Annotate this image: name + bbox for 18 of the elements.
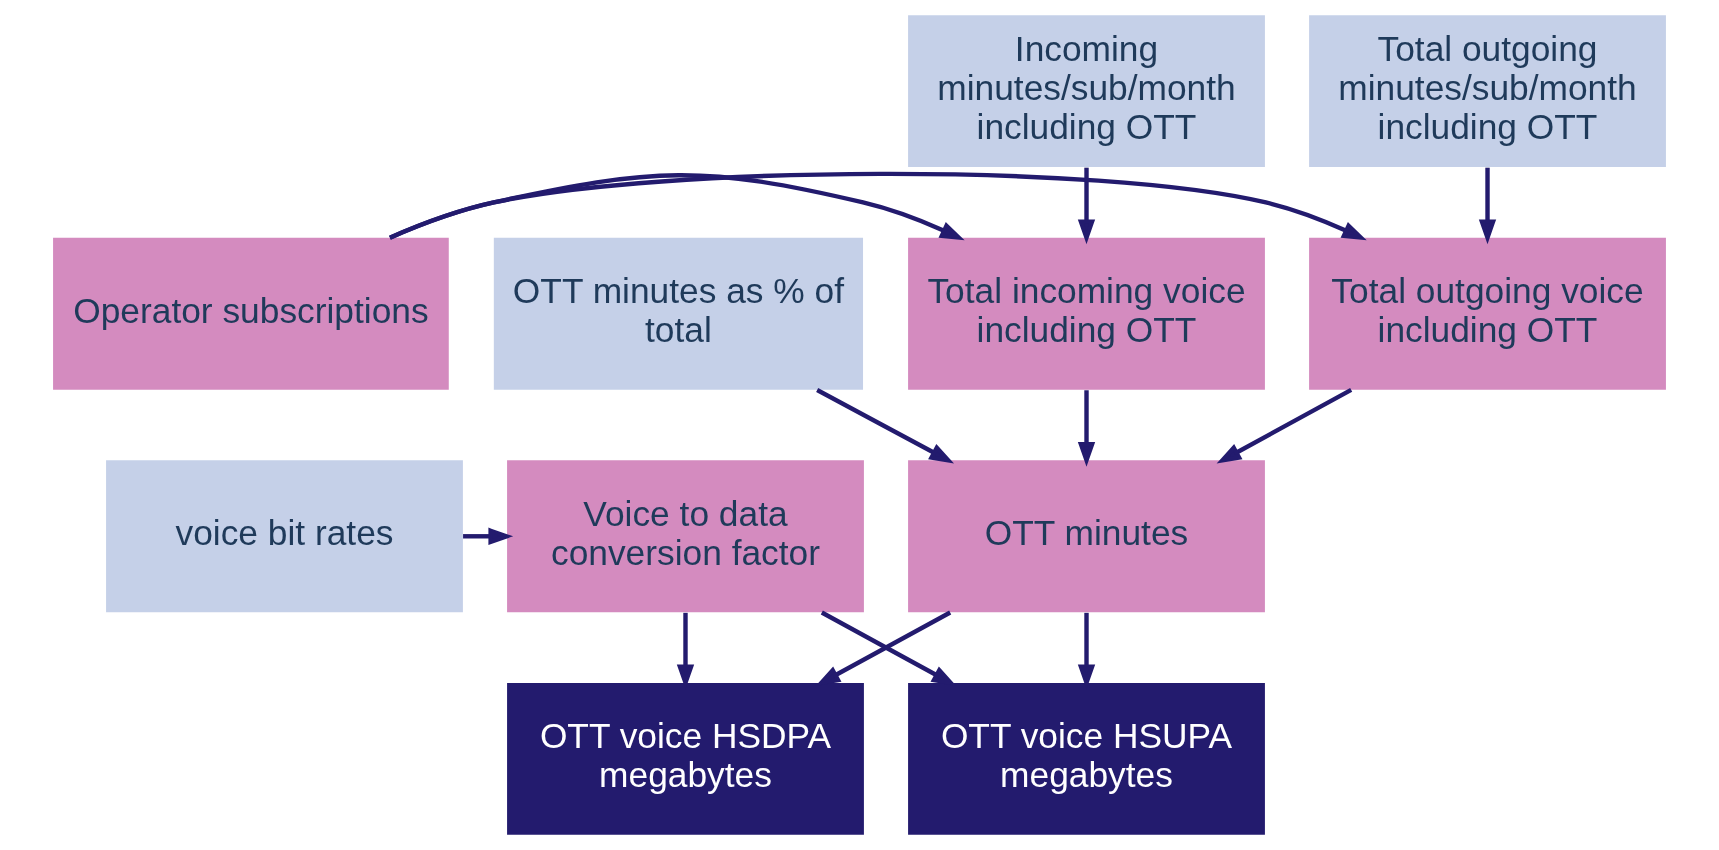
node-box: Total outgoing voice including OTT <box>1309 237 1666 390</box>
arrow <box>463 527 514 545</box>
node-box: OTT voice HSUPA megabytes <box>908 682 1265 835</box>
arrow <box>1216 388 1353 464</box>
node-box: OTT minutes as % of total <box>493 237 864 390</box>
arrow <box>1077 167 1096 245</box>
node-box: Total outgoing minutes/sub/month including OTT <box>1309 15 1666 168</box>
node-box: Operator subscriptions <box>53 237 449 390</box>
arrow <box>1077 390 1096 467</box>
arrow <box>389 171 1367 241</box>
arrow <box>1478 167 1497 245</box>
node-box: Incoming minutes/sub/month including OTT <box>908 15 1265 168</box>
node-box: OTT minutes <box>908 460 1265 613</box>
node-box: Voice to data conversion factor <box>507 460 864 613</box>
arrow <box>816 388 955 464</box>
node-box: Total incoming voice including OTT <box>908 237 1265 390</box>
node-box: voice bit rates <box>106 460 463 613</box>
node-box: OTT voice HSDPA megabytes <box>507 682 864 835</box>
